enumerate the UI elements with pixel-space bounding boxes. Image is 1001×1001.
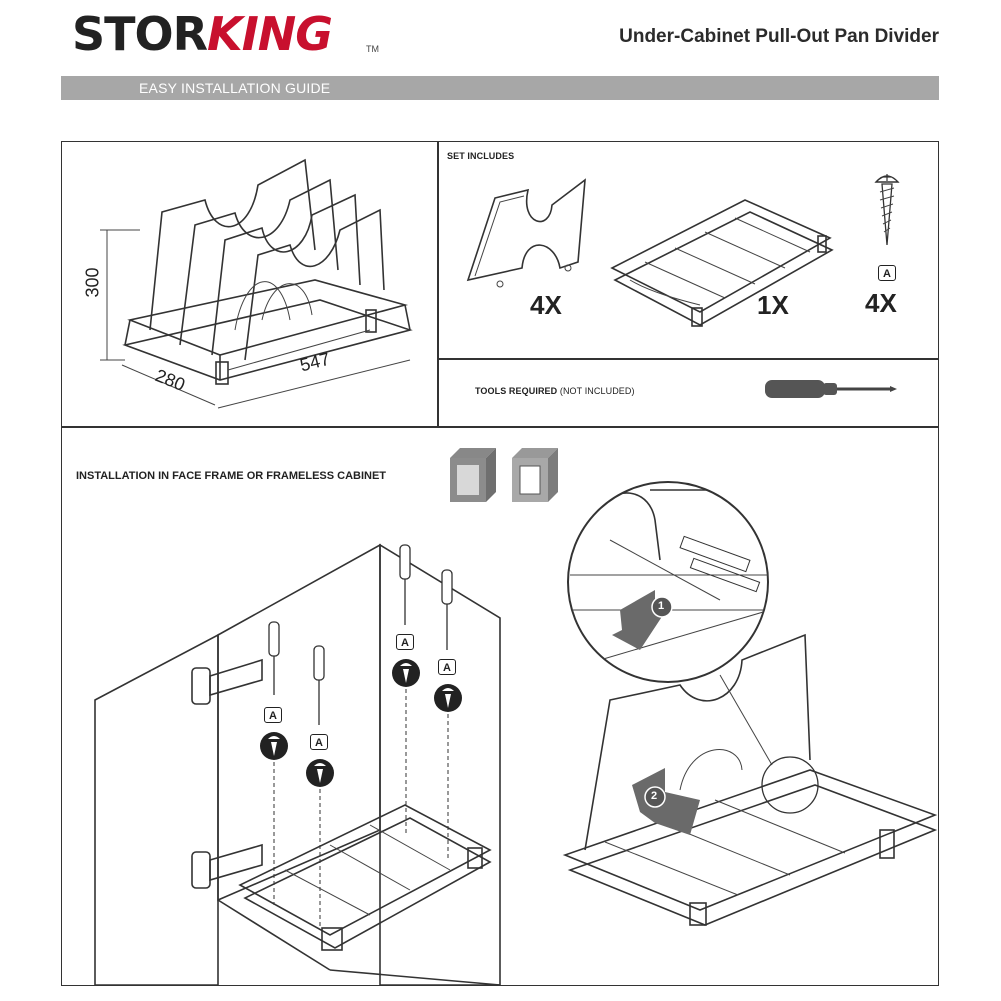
tools-required-label: TOOLS REQUIRED (NOT INCLUDED) bbox=[475, 386, 635, 396]
screw-quantity: 4X bbox=[865, 288, 897, 318]
divider-line bbox=[61, 426, 939, 428]
installation-label: INSTALLATION IN FACE FRAME OR FRAMELESS … bbox=[76, 470, 387, 482]
screw-badge: A bbox=[264, 707, 282, 723]
brand-logo-part2: KING bbox=[207, 7, 333, 61]
screw-badge: A bbox=[310, 734, 328, 750]
divider-line bbox=[437, 141, 439, 427]
step-1-number: 1 bbox=[658, 600, 665, 612]
trademark-mark: TM bbox=[366, 44, 379, 54]
divider-line bbox=[437, 358, 939, 360]
divider-quantity: 4X bbox=[530, 290, 562, 320]
step-2-number: 2 bbox=[651, 790, 658, 802]
brand-logo-part1: STOR bbox=[72, 7, 208, 61]
set-includes-label: SET INCLUDES bbox=[447, 151, 515, 161]
guide-banner: EASY INSTALLATION GUIDE bbox=[61, 76, 939, 100]
screw-badge: A bbox=[438, 659, 456, 675]
guide-banner-label: EASY INSTALLATION GUIDE bbox=[139, 80, 331, 96]
screw-badge: A bbox=[396, 634, 414, 650]
document-title: Under-Cabinet Pull-Out Pan Divider bbox=[619, 26, 939, 47]
tray-quantity: 1X bbox=[757, 290, 789, 320]
brand-logo: STORKING bbox=[72, 7, 333, 61]
screw-badge: A bbox=[878, 265, 896, 281]
